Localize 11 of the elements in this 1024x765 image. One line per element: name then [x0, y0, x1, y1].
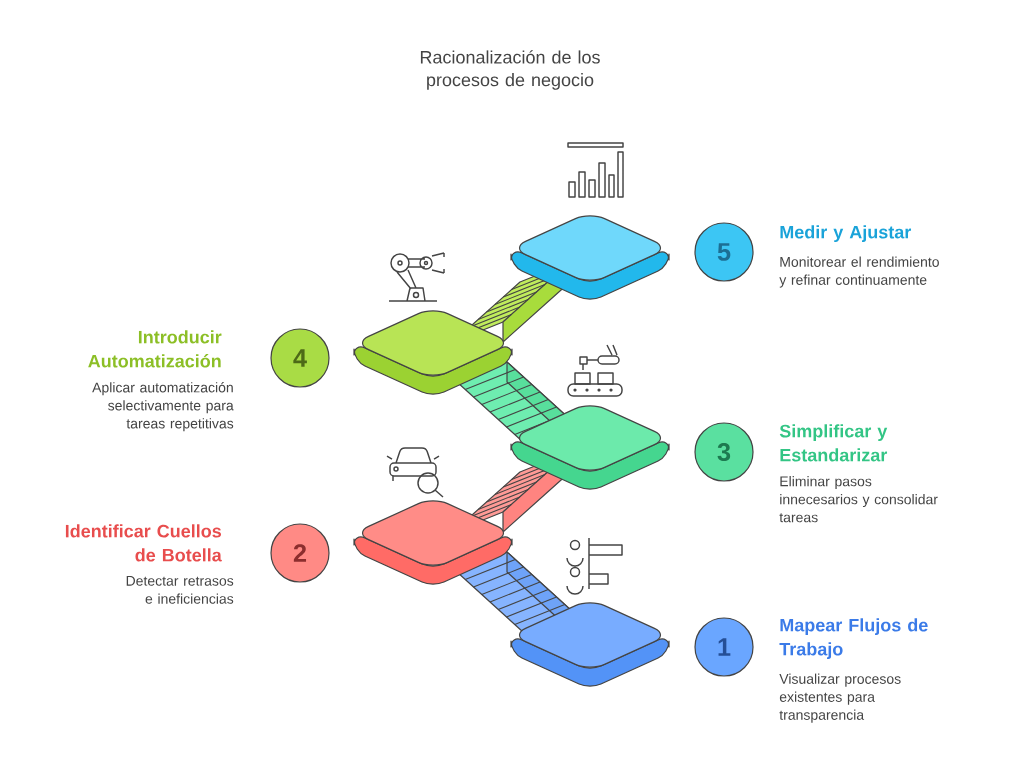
step-description: Monitorear el rendimiento y refinar continuamente: [779, 256, 939, 288]
step-heading: Identificar Cuellos de Botella: [65, 524, 222, 562]
step-description: Eliminar pasos innecesarios y consolidar tareas: [779, 476, 938, 523]
step-heading: Mapear Flujos de Trabajo: [779, 618, 928, 660]
step-heading: Medir y Ajustar: [780, 225, 911, 243]
title: Racionalización de los procesos de negocio: [420, 50, 600, 90]
step-heading: Simplificar y Estandarizar: [779, 424, 888, 462]
step-description: Visualizar procesos existentes para transparencia: [779, 673, 901, 723]
step-description: Aplicar automatización selectivamente para tareas repetitivas: [92, 382, 234, 432]
step-heading: Introducir Automatización: [88, 330, 222, 368]
step-description: Detectar retrasos e ineficiencias: [126, 576, 234, 604]
